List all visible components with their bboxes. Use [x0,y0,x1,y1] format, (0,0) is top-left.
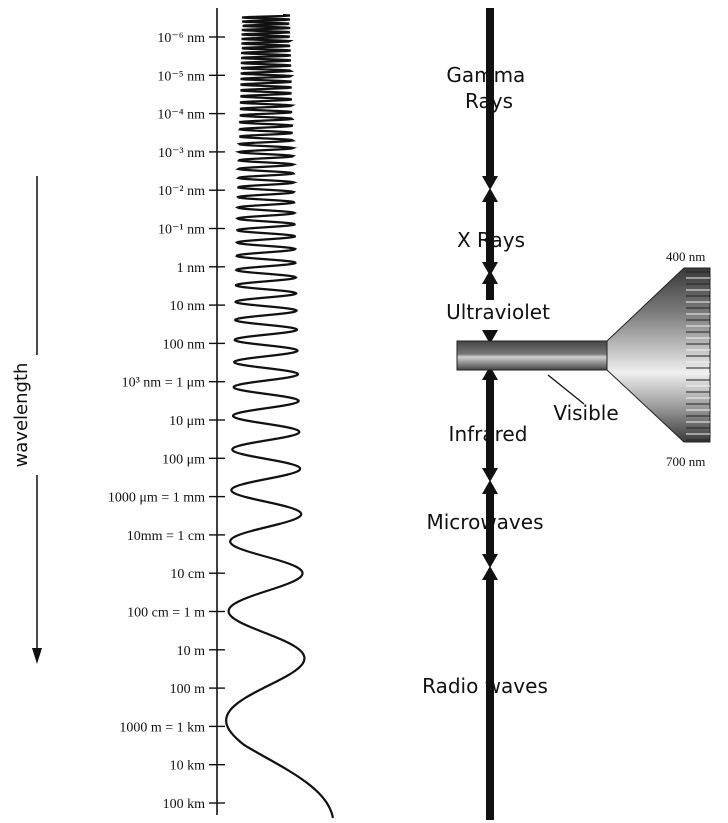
scale-tick-label: 10⁻⁵ nm [157,69,205,84]
spectrum-bar [482,8,498,820]
band-label-gamma: Gamma Rays [446,63,531,113]
scale-tick-label: 10 cm [170,567,205,582]
visible-pointer-line [547,374,585,405]
scale-tick-label: 10⁻⁴ nm [157,108,205,123]
arrow-up-microwave [482,480,498,494]
visible-fan-stripes [686,271,710,441]
scale-tick-label: 10 nm [170,299,206,314]
scale-tick-label: 100 m [170,682,206,697]
arrow-up-radio [482,566,498,580]
arrow-down-uv [482,330,498,344]
arrow-down-xray [482,262,498,276]
scale-tick-label: 100 cm = 1 m [127,606,205,621]
arrow-down-infrared [482,468,498,482]
scale-tick-label: 10⁻³ nm [158,146,205,161]
visible-bottom-label: 700 nm [666,454,705,469]
wave-curve [225,13,334,819]
band-label-radio: Radio waves [422,674,548,698]
scale-tick-label: 10³ nm = 1 μm [122,376,205,391]
scale-tick-label: 10⁻⁶ nm [157,31,205,46]
arrow-up-infrared [482,366,498,380]
scale-tick-label: 100 μm [162,452,205,467]
scale-tick-label: 1 nm [177,261,206,276]
band-label-ultraviolet: Ultraviolet [446,300,550,324]
visible-band: Visible 400 nm 700 nm [456,249,711,469]
visible-strip [456,340,608,371]
direction-arrowhead [32,648,42,664]
arrow-down-microwave [482,554,498,568]
band-label-gamma-line2: Rays [465,89,513,113]
scale-tick-label: 10⁻¹ nm [158,223,205,238]
band-label-gamma-line1: Gamma [446,63,525,87]
scale-tick-label: 10⁻² nm [158,184,205,199]
scale-tick-label: 1000 m = 1 km [119,720,205,735]
scale-tick-label: 10 km [170,759,206,774]
scale-tick-label: 10 m [177,644,206,659]
scale-tick-label: 100 nm [163,337,206,352]
band-label-xrays: X Rays [457,228,525,252]
band-label-microwaves: Microwaves [426,510,543,534]
band-label-infrared: Infrared [449,422,528,446]
arrow-down-gamma [482,176,498,190]
visible-label: Visible [553,401,618,425]
scale-tick-label: 10mm = 1 cm [127,529,205,544]
band-labels: Gamma Rays X Rays Ultraviolet Infrared M… [422,63,550,698]
axis-title: wavelength [11,363,32,468]
visible-top-label: 400 nm [666,249,705,264]
scale-tick-label: 1000 μm = 1 mm [108,491,205,506]
wavelength-scale: 10⁻⁶ nm 10⁻⁵ nm 10⁻⁴ nm 10⁻³ nm 10⁻² nm 10⁻¹ … [108,8,225,815]
wavelength-direction: wavelength [11,176,42,664]
visible-fan [606,267,711,443]
scale-tick-label: 10 μm [169,414,205,429]
tick-group: 10⁻⁶ nm 10⁻⁵ nm 10⁻⁴ nm 10⁻³ nm 10⁻² nm 10⁻¹ … [108,31,225,812]
arrow-up-uv [482,270,498,284]
arrow-up-xray [482,188,498,202]
scale-tick-label: 100 km [163,797,206,812]
